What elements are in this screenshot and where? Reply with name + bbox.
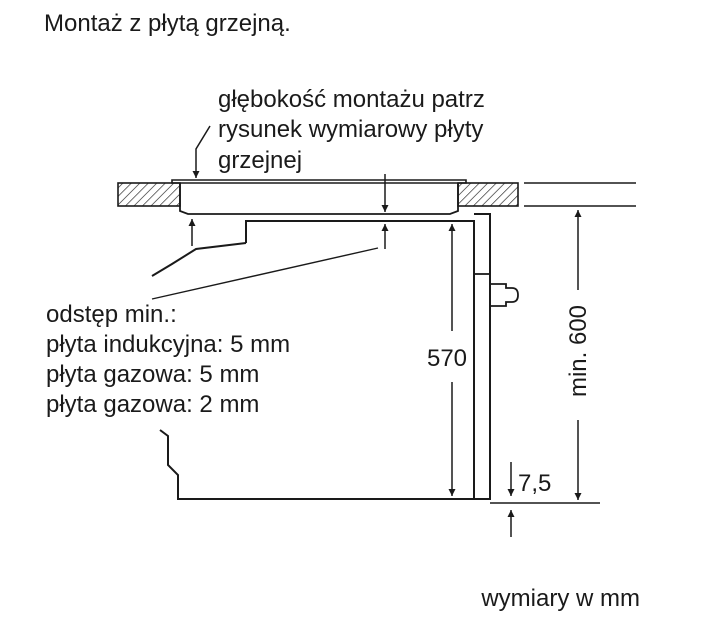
worktop-left [117,182,181,207]
oven-top-slope [151,242,247,277]
units-note: wymiary w mm [480,585,640,612]
dim-75-label: 7,5 [518,470,551,497]
clearance-line-2: płyta indukcyjna: 5 mm [46,331,290,358]
clearance-line-1: odstęp min.: [46,301,177,328]
worktop-right [457,182,519,207]
depth-note-line-1: głębokość montażu patrz [218,86,485,113]
depth-note-line-2: rysunek wymiarowy płyty [218,116,483,143]
diagram-title: Montaż z płytą grzejną. [44,10,291,37]
oven-body [159,220,475,500]
oven-door [474,213,491,500]
hob-top-plate [171,179,467,184]
hob-body [179,183,459,215]
dim-570-label: 570 [427,345,467,372]
dim-600-label: min. 600 [565,305,592,397]
depth-note-line-3: grzejnej [218,147,302,174]
clearance-line-4: płyta gazowa: 2 mm [46,391,259,418]
clearance-leader [151,247,379,300]
depth-leader-arrow [192,125,211,178]
oven-handle [490,283,519,307]
clearance-line-3: płyta gazowa: 5 mm [46,361,259,388]
